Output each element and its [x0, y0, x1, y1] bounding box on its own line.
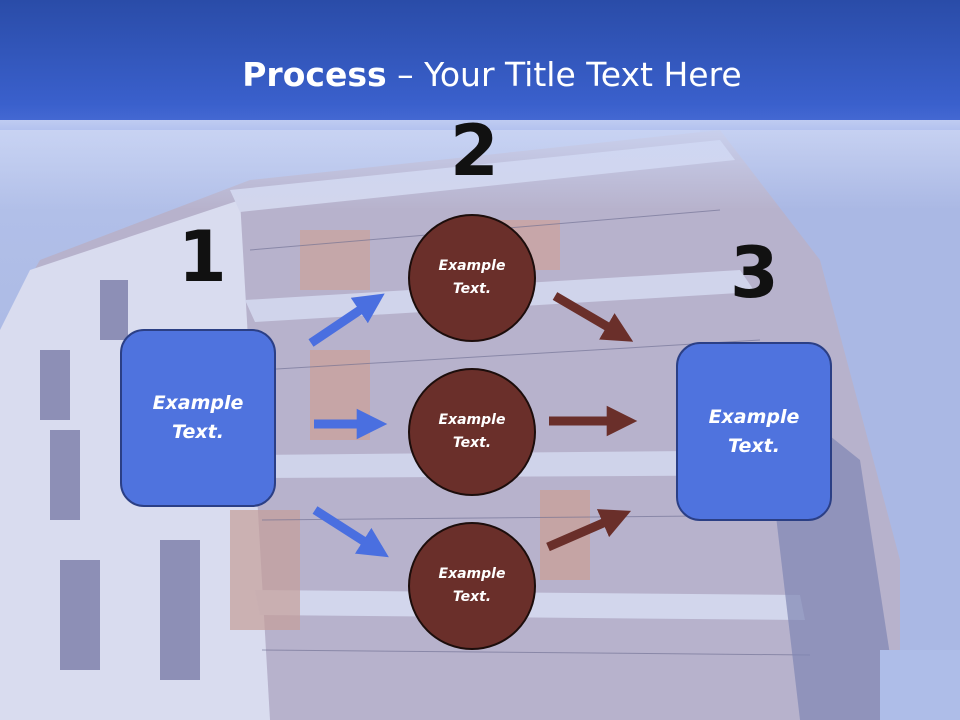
header-fade [0, 120, 960, 210]
blue-arrow-up [308, 293, 385, 347]
circle-bottom: Example Text. [408, 522, 536, 650]
right-box: Example Text. [676, 342, 832, 521]
title-bold: Process [242, 55, 387, 94]
step-number-2: 2 [450, 110, 499, 192]
circle-top: Example Text. [408, 214, 536, 342]
brown-arrow-down [552, 292, 634, 342]
right-box-label: Example Text. [708, 405, 800, 457]
circle-top-label: Example Text. [438, 258, 506, 297]
header-band [0, 0, 960, 130]
step-number-1: 1 [178, 216, 227, 298]
slide-title: Process – Your Title Text Here [0, 54, 960, 96]
brown-arrow-up [546, 509, 632, 552]
circle-middle: Example Text. [408, 368, 536, 496]
left-box-label: Example Text. [152, 392, 244, 443]
left-box: Example Text. [120, 329, 276, 507]
blue-arrow-down [312, 506, 389, 558]
title-rest: – Your Title Text Here [386, 55, 742, 94]
circle-middle-label: Example Text. [438, 412, 506, 451]
circle-bottom-label: Example Text. [438, 566, 506, 605]
step-number-3: 3 [730, 232, 779, 314]
